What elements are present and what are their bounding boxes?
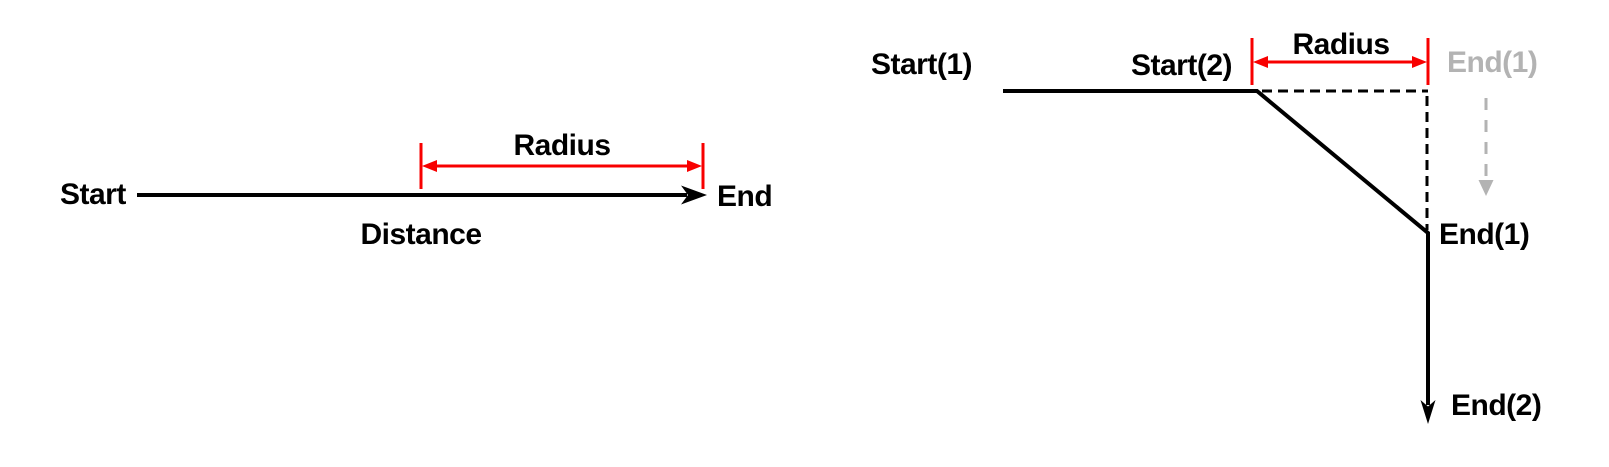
start-label: Start <box>60 178 126 211</box>
distance-label: Distance <box>360 218 482 251</box>
ghost-end-arrowhead-icon <box>1478 180 1494 196</box>
right-diagram-shapes <box>1003 38 1494 424</box>
end2-label: End(2) <box>1451 389 1542 422</box>
start2-label: Start(2) <box>1131 49 1233 82</box>
route-path-line <box>1003 89 1430 405</box>
radius-label: Radius <box>513 129 611 162</box>
radius-arrowhead-right-icon <box>1412 56 1427 68</box>
start1-label: Start(1) <box>871 48 973 81</box>
end1-label: End(1) <box>1439 218 1530 251</box>
ghost-end1-label: End(1) <box>1447 46 1538 79</box>
radius-arrowhead-left-icon <box>422 160 437 172</box>
radius-arrowhead-right-icon <box>687 160 702 172</box>
left-diagram-shapes <box>137 143 707 205</box>
radius-label: Radius <box>1292 28 1390 61</box>
distance-arrowhead-icon <box>681 185 707 205</box>
end-label: End <box>717 180 773 213</box>
route-path-arrowhead-icon <box>1420 400 1436 424</box>
radius-arrowhead-left-icon <box>1253 56 1268 68</box>
